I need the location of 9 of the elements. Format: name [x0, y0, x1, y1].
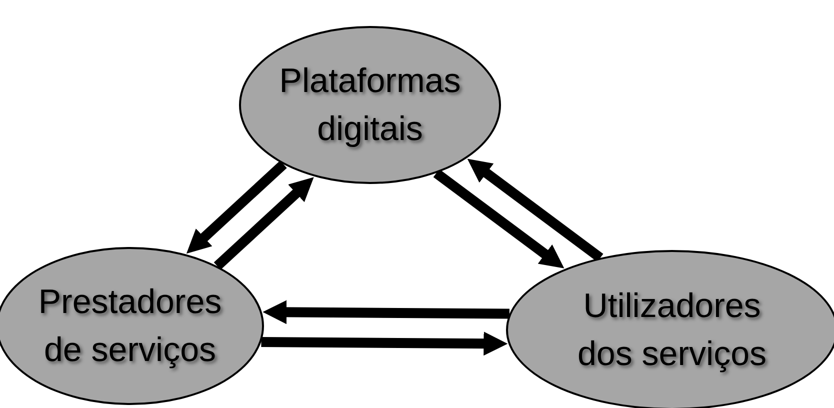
block-arrow — [261, 332, 508, 356]
block-arrow — [214, 177, 314, 270]
block-arrow — [467, 158, 604, 262]
block-arrow — [262, 300, 510, 324]
block-arrow — [186, 160, 287, 254]
node-label: Plataformas digitais — [278, 61, 462, 150]
node-label: Utilizadores dos serviços — [576, 286, 768, 375]
node-label: Prestadores de serviços — [37, 282, 223, 371]
block-arrow — [433, 169, 564, 268]
